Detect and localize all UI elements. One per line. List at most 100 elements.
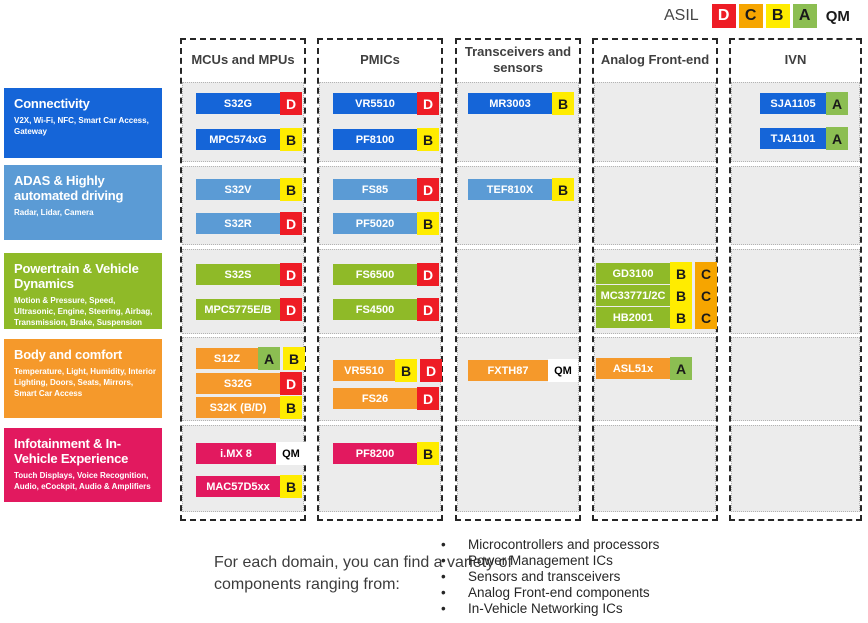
chip: S32K (B/D)B <box>196 396 302 419</box>
asil-badge-B: B <box>417 212 439 235</box>
category-column <box>729 38 862 521</box>
chip-label: FXTH87 <box>468 360 548 381</box>
chip-label: MAC57D5xx <box>196 476 280 497</box>
asil-badge-D: D <box>280 372 302 395</box>
footer-bullet-item: Analog Front-end components <box>438 585 659 601</box>
chip-label: S32S <box>196 264 280 285</box>
footer-bullet-list: Microcontrollers and processorsPower Man… <box>438 537 659 617</box>
asil-badge-B: B <box>670 306 692 329</box>
asil-badge-A: A <box>258 347 280 370</box>
chip-label: FS26 <box>333 388 417 409</box>
chip-label: S32V <box>196 179 280 200</box>
asil-badge-D: D <box>417 387 439 410</box>
chip-label: MR3003 <box>468 93 552 114</box>
asil-badge-B: B <box>552 92 574 115</box>
asil-badge-B: B <box>280 475 302 498</box>
asil-badge-D: D <box>417 263 439 286</box>
column-header: Transceivers and sensors <box>464 44 572 75</box>
qm-badge: QM <box>548 359 578 382</box>
legend-badge-B: B <box>765 4 790 28</box>
row-band-cell <box>731 249 860 334</box>
category-column <box>317 38 443 521</box>
chip-label: S32K (B/D) <box>196 397 280 418</box>
chip-label: PF8100 <box>333 129 417 150</box>
asil-badge-B: B <box>283 347 305 370</box>
row-band-cell <box>319 425 441 512</box>
asil-badge-B: B <box>280 128 302 151</box>
legend-qm-label: QM <box>825 7 850 25</box>
chip-label: VR5510 <box>333 360 395 381</box>
chip-label: S12Z <box>196 348 258 369</box>
asil-badge-D: D <box>417 178 439 201</box>
row-band-cell <box>594 82 716 162</box>
chip-label: TJA1101 <box>760 128 826 149</box>
asil-badge-D: D <box>420 359 442 382</box>
category-column <box>455 38 581 521</box>
domain-title: Body and comfort <box>14 347 123 362</box>
asil-badge-D: D <box>280 298 302 321</box>
asil-badge-D: D <box>280 92 302 115</box>
chip-label: MPC574xG <box>196 129 280 150</box>
chip-label: VR5510 <box>333 93 417 114</box>
column-header: Analog Front-end <box>600 52 710 68</box>
chip-label: TEF810X <box>468 179 552 200</box>
chip-label: FS4500 <box>333 299 417 320</box>
chip-label: S32G <box>196 93 280 114</box>
row-band-cell <box>594 425 716 512</box>
row-band-cell <box>594 337 716 421</box>
asil-badge-C: C <box>695 262 717 285</box>
chip-label: FS85 <box>333 179 417 200</box>
qm-badge: QM <box>276 442 306 465</box>
asil-badge-B: B <box>417 128 439 151</box>
chip-label: MC33771/2C <box>596 285 670 306</box>
chip-label: S32R <box>196 213 280 234</box>
domain-subtitle: Motion & Pressure, Speed, Ultrasonic, En… <box>14 295 153 327</box>
row-band-cell <box>731 166 860 245</box>
asil-badge-C: C <box>695 284 717 307</box>
footer-bullet-item: Power Management ICs <box>438 553 659 569</box>
asil-badge-D: D <box>417 92 439 115</box>
row-band-cell <box>731 337 860 421</box>
legend-badge-C: C <box>738 4 763 28</box>
legend-badge-A: A <box>792 4 817 28</box>
category-column <box>592 38 718 521</box>
chip-label: PF8200 <box>333 443 417 464</box>
asil-badge-B: B <box>280 178 302 201</box>
column-header: PMICs <box>360 52 400 68</box>
row-band-cell <box>457 425 579 512</box>
domain-subtitle: Touch Displays, Voice Recognition, Audio… <box>14 470 151 491</box>
category-column <box>180 38 306 521</box>
chip-label: i.MX 8 <box>196 443 276 464</box>
asil-badge-D: D <box>280 263 302 286</box>
chip-label: GD3100 <box>596 263 670 284</box>
asil-badge-B: B <box>670 284 692 307</box>
asil-badge-B: B <box>417 442 439 465</box>
domain-subtitle: Temperature, Light, Humidity, Interior L… <box>14 366 156 398</box>
domain-title: Connectivity <box>14 96 90 111</box>
chip-label: HB2001 <box>596 307 670 328</box>
chip-label: SJA1105 <box>760 93 826 114</box>
